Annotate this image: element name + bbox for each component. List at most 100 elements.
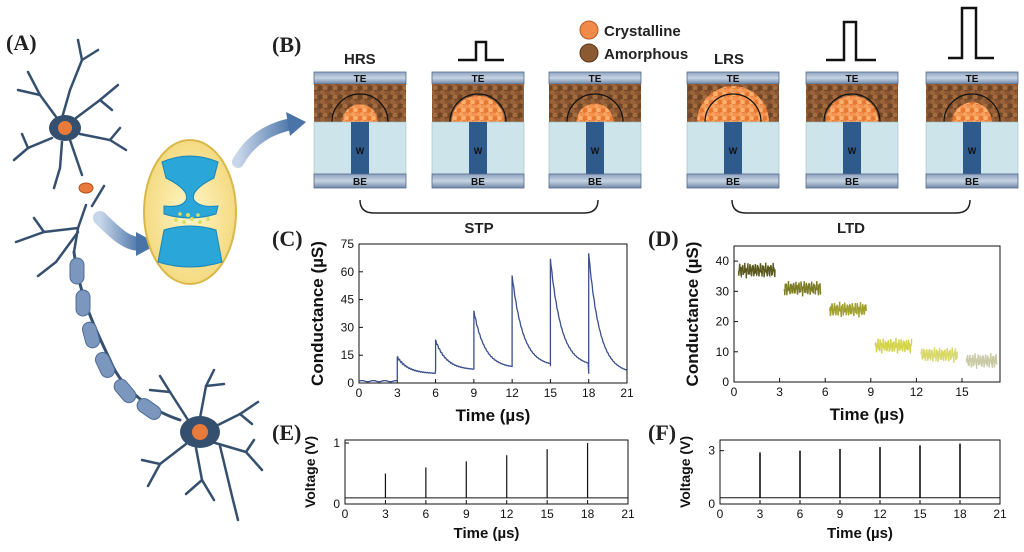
stp-bracket [359,199,599,214]
y-axis-label: Voltage (V) [302,436,318,508]
panel-label-f: (F) [648,420,677,445]
hrs-label: HRS [344,51,376,68]
x-axis-label: Time (µs) [454,525,520,542]
x-tick-label: 0 [717,507,724,521]
conductance-segment-2 [783,280,822,297]
tungsten-plug [351,122,369,174]
x-tick-label: 12 [505,386,519,400]
x-tick-label: 6 [822,385,829,399]
y-tick-label: 1 [333,436,340,450]
conductance-segment-6 [965,353,998,369]
ltd-label: LTD [837,220,865,237]
conductance-trace [358,253,627,383]
x-axis-label: Time (µs) [456,406,531,425]
lower-nucleus [192,424,208,440]
zoom-arrow-1-head [136,232,158,256]
x-axis-label: Time (µs) [830,405,905,424]
bottom-electrode [431,173,525,189]
bottom-electrode [313,173,407,189]
top-electrode-label: TE [966,74,979,85]
x-tick-label: 18 [953,507,967,521]
zoom-arrow-2-head [286,112,306,136]
tungsten-label: W [729,146,738,156]
plot-frame [344,439,629,505]
bottom-electrode [686,173,780,189]
upper-dendrites [12,38,128,190]
upper-nucleus [58,121,72,135]
bottom-electrode [925,173,1019,189]
y-tick-label: 45 [341,293,355,307]
crystalline-region [576,103,614,122]
conductance-segment-5 [920,347,958,363]
bottom-electrode [548,173,642,189]
neurotransmitters [174,212,210,224]
y-tick-label: 0 [347,376,354,390]
tungsten-label: W [356,146,365,156]
crystalline-region [825,95,879,122]
tungsten-label: W [968,146,977,156]
x-tick-label: 6 [797,507,804,521]
x-tick-label: 9 [867,385,874,399]
amorphous-legend-label: Amorphous [604,46,688,63]
panel-label-d: (D) [648,226,679,251]
y-tick-label: 75 [341,237,355,251]
panel-label-b: (B) [272,32,302,57]
ltd-bracket [731,199,971,214]
bottom-electrode [805,173,899,189]
crystalline-region [342,104,378,122]
heater-boundary [943,93,1001,123]
incoming-dendrites [14,184,106,278]
x-tick-label: 15 [913,507,927,521]
y-tick-label: 60 [341,265,355,279]
y-tick-label: 3 [708,444,715,458]
x-tick-label: 12 [500,507,514,521]
heater-boundary [704,93,762,123]
y-tick-label: 20 [716,315,730,329]
x-tick-label: 21 [993,507,1007,521]
x-tick-label: 12 [873,507,887,521]
x-tick-label: 3 [757,507,764,521]
top-electrode-label: TE [354,74,367,85]
tungsten-plug [469,122,487,174]
plot-frame [733,245,1001,383]
top-electrode-label: TE [589,74,602,85]
tungsten-label: W [591,146,600,156]
x-tick-label: 9 [463,507,470,521]
tungsten-plug [724,122,742,174]
x-tick-label: 9 [471,386,478,400]
heater-boundary [331,93,389,123]
conductance-segment-3 [829,301,867,318]
x-tick-label: 18 [581,507,595,521]
tungsten-plug [963,122,981,174]
postsynaptic-terminal [157,225,223,268]
tungsten-plug [843,122,861,174]
amorphous-legend-swatch [579,43,599,63]
heater-boundary [449,93,507,123]
x-tick-label: 21 [621,507,635,521]
y-tick-label: 0 [333,497,340,511]
y-tick-label: 30 [716,284,730,298]
conductance-segment-1 [737,262,776,279]
panel-label-e: (E) [272,420,302,445]
y-tick-label: 0 [708,497,715,511]
bottom-electrode-label: BE [471,177,485,188]
y-tick-label: 15 [341,348,355,362]
bottom-electrode-label: BE [965,177,979,188]
zoom-arrow-1 [93,211,147,251]
top-electrode-label: TE [727,74,740,85]
synapse-marker [78,182,94,194]
tungsten-label: W [474,146,483,156]
x-tick-label: 9 [837,507,844,521]
x-tick-label: 0 [731,385,738,399]
conductance-segment-4 [874,337,913,355]
x-tick-label: 6 [423,507,430,521]
